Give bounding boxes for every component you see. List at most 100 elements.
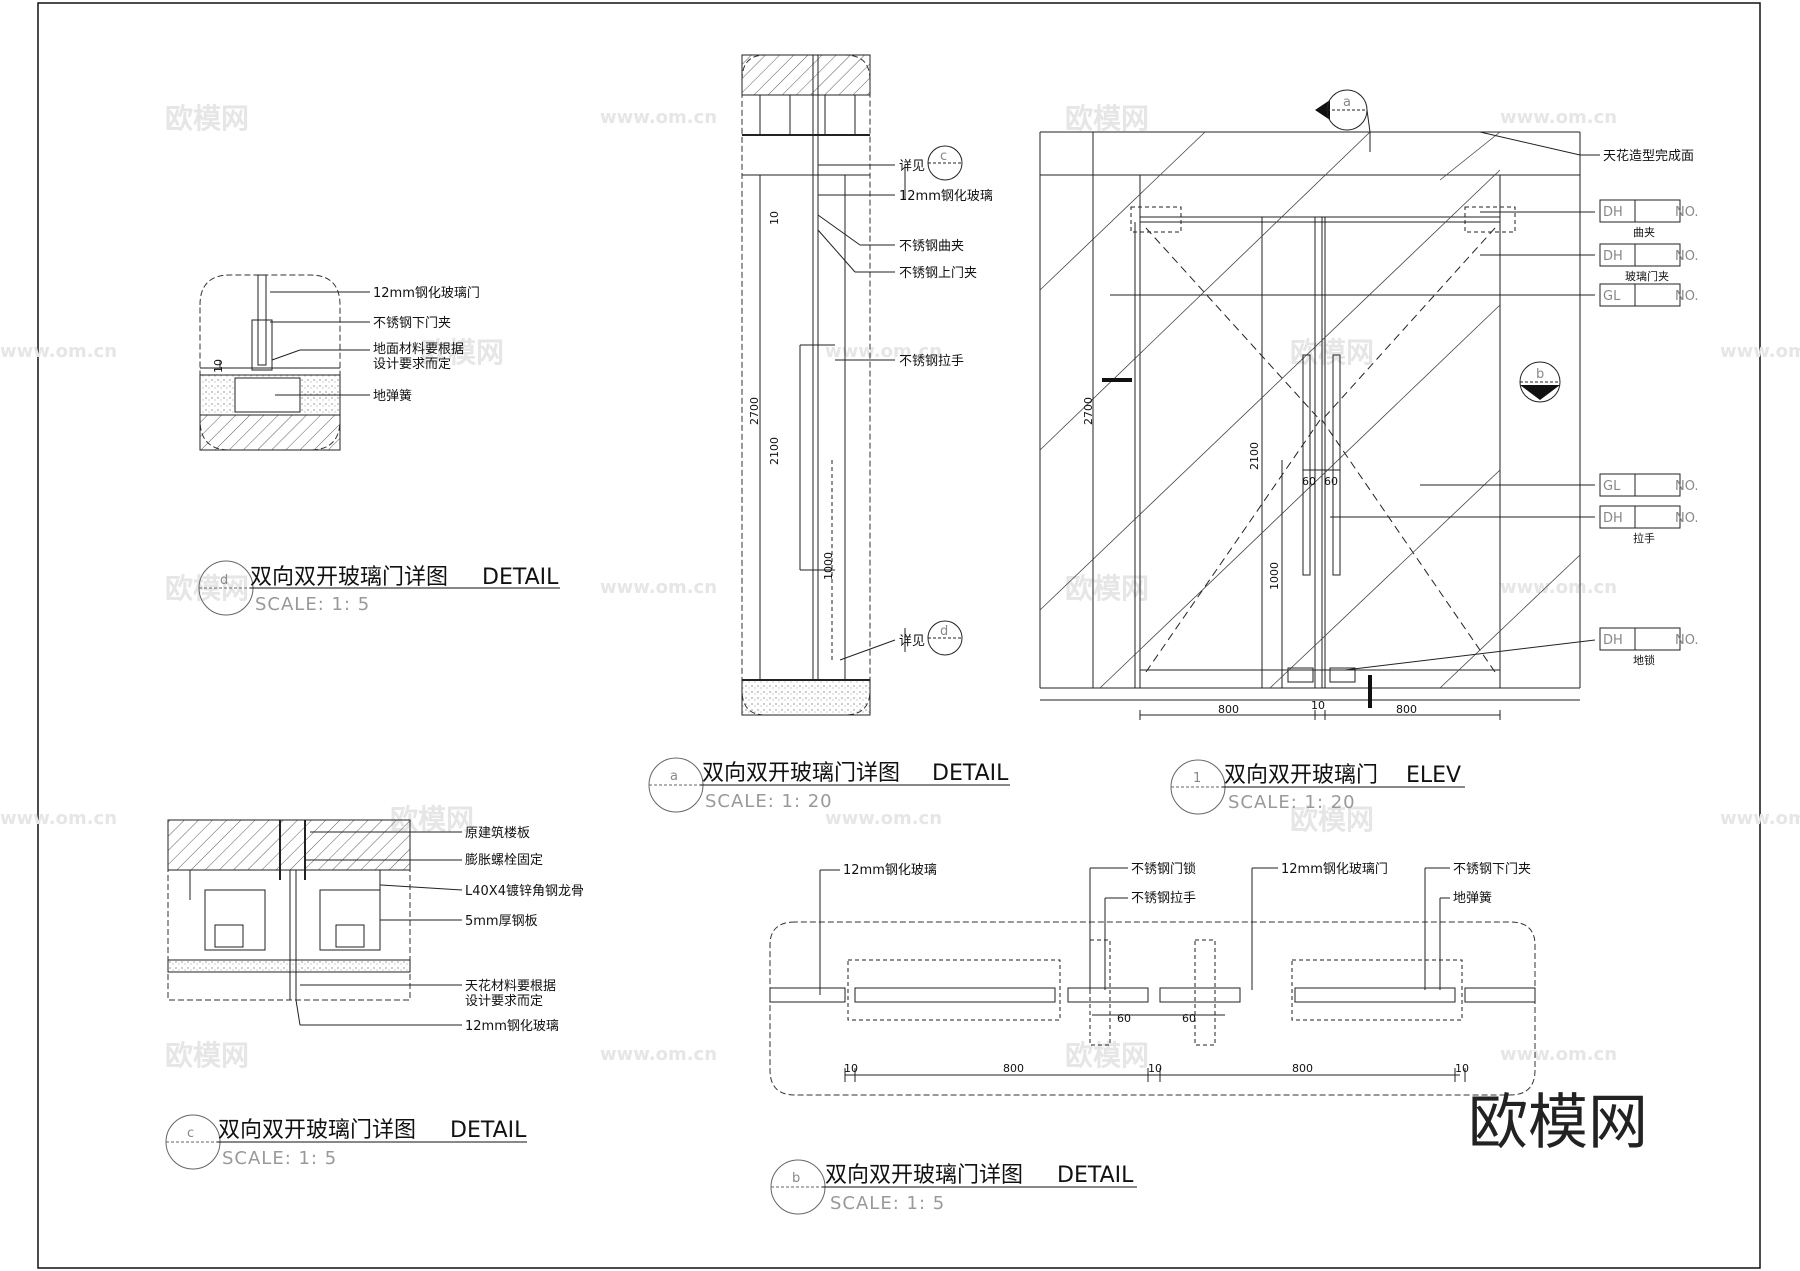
detail-a-title-block: a 双向双开玻璃门详图 DETAIL SCALE: 1: 20 bbox=[648, 757, 1010, 813]
elevation-callout-6: DH NO. 地锁 bbox=[1599, 627, 1699, 667]
elevation-dim-3: 1000 bbox=[1268, 562, 1281, 590]
elevation-callout-1: DH NO. 曲夹 bbox=[1599, 199, 1699, 239]
detail-a-label-6: 详见 bbox=[899, 634, 925, 649]
detail-b-label-5: 不锈钢下门夹 bbox=[1453, 862, 1531, 877]
detail-b-dim-2: 60 bbox=[1182, 1012, 1196, 1025]
callout-6-caption: 地锁 bbox=[1633, 653, 1655, 667]
elevation-dim-7: 10 bbox=[1311, 699, 1325, 712]
detail-b-dim-1: 60 bbox=[1117, 1012, 1131, 1025]
detail-d-title-block: d 双向双开玻璃门详图 DETAIL SCALE: 1: 5 bbox=[198, 560, 560, 616]
detail-d-title-suffix: DETAIL bbox=[482, 565, 559, 590]
detail-c-tag: c bbox=[187, 1126, 194, 1141]
detail-b-title-block: b 双向双开玻璃门详图 DETAIL SCALE: 1: 5 bbox=[770, 1159, 1137, 1215]
detail-d-title: 双向双开玻璃门详图 bbox=[250, 565, 448, 590]
svg-text:www.om.cn: www.om.cn bbox=[0, 341, 117, 362]
detail-d-scale: SCALE: 1: 5 bbox=[255, 594, 370, 615]
elevation-dim-5: 60 bbox=[1324, 475, 1338, 488]
callout-3-no: NO. bbox=[1675, 289, 1699, 304]
callout-2-code: DH bbox=[1603, 249, 1623, 264]
elevation-dim-4: 60 bbox=[1302, 475, 1316, 488]
svg-text:www.om.cn: www.om.cn bbox=[600, 107, 717, 128]
detail-b-label-4: 12mm钢化玻璃门 bbox=[1281, 862, 1388, 877]
callout-2-no: NO. bbox=[1675, 249, 1699, 264]
callout-4-no: NO. bbox=[1675, 479, 1699, 494]
detail-b-scale: SCALE: 1: 5 bbox=[830, 1193, 945, 1214]
detail-b-dim-5: 10 bbox=[1148, 1062, 1162, 1075]
elevation-title: 双向双开玻璃门 bbox=[1224, 763, 1378, 788]
elevation-dim-2: 2100 bbox=[1248, 442, 1261, 470]
detail-d-tag: d bbox=[220, 573, 228, 588]
svg-text:欧模网: 欧模网 bbox=[1065, 102, 1149, 135]
elevation-tag: 1 bbox=[1193, 771, 1201, 786]
callout-5-no: NO. bbox=[1675, 511, 1699, 526]
detail-a-label-5: 不锈钢拉手 bbox=[899, 354, 964, 369]
detail-c-drawing bbox=[167, 819, 463, 1026]
watermarks: 欧模网 www.om.cn 欧模网 www.om.cn www.om.cn 欧模… bbox=[0, 102, 1800, 1072]
detail-c-title: 双向双开玻璃门详图 bbox=[218, 1118, 416, 1143]
elevation-callout-2: DH NO. 玻璃门夹 bbox=[1599, 243, 1699, 283]
detail-b-label-1: 12mm钢化玻璃 bbox=[843, 863, 937, 878]
svg-text:欧模网: 欧模网 bbox=[1065, 572, 1149, 605]
detail-a-label-2: 12mm钢化玻璃 bbox=[899, 189, 993, 204]
detail-d-label-5: 地弹簧 bbox=[373, 388, 412, 404]
detail-d-label-3: 地面材料要根据 bbox=[373, 342, 464, 357]
detail-c-label-6: 设计要求而定 bbox=[465, 994, 543, 1009]
detail-b-dim-4: 800 bbox=[1003, 1062, 1024, 1075]
elevation-section-a-tag: a bbox=[1343, 95, 1351, 110]
callout-5-caption: 拉手 bbox=[1633, 531, 1655, 545]
svg-text:www.om.cn: www.om.cn bbox=[825, 341, 942, 362]
svg-text:www.om.cn: www.om.cn bbox=[1500, 577, 1617, 598]
brand-logo: 欧模网 bbox=[1468, 1088, 1648, 1158]
detail-a-drawing bbox=[741, 54, 963, 716]
svg-text:www.om.cn: www.om.cn bbox=[600, 1044, 717, 1065]
detail-d-label-1: 12mm钢化玻璃门 bbox=[373, 286, 480, 301]
callout-1-code: DH bbox=[1603, 205, 1623, 220]
detail-b-dim-6: 800 bbox=[1292, 1062, 1313, 1075]
svg-text:欧模网: 欧模网 bbox=[420, 336, 504, 369]
detail-a-scale: SCALE: 1: 20 bbox=[705, 791, 833, 812]
svg-text:www.om.cn: www.om.cn bbox=[1500, 107, 1617, 128]
svg-text:欧模网: 欧模网 bbox=[165, 1039, 249, 1072]
detail-a-dim-1: 10 bbox=[768, 211, 781, 225]
svg-text:www.om.cn: www.om.cn bbox=[1500, 1044, 1617, 1065]
detail-d-label-2: 不锈钢下门夹 bbox=[373, 316, 451, 331]
detail-a-title-suffix: DETAIL bbox=[932, 761, 1009, 786]
svg-text:www.om.cn: www.om.cn bbox=[1720, 808, 1800, 829]
detail-b-label-2: 不锈钢门锁 bbox=[1131, 861, 1196, 877]
detail-a-label-4: 不锈钢上门夹 bbox=[899, 266, 977, 281]
elevation-callout-5: DH NO. 拉手 bbox=[1599, 505, 1699, 545]
detail-c-label-5: 天花材料要根据 bbox=[465, 978, 556, 994]
elevation-1-drawing bbox=[1039, 89, 1600, 720]
elevation-title-block: 1 双向双开玻璃门 ELEV SCALE: 1: 20 bbox=[1170, 759, 1465, 815]
detail-a-label-3: 不锈钢曲夹 bbox=[899, 239, 964, 254]
detail-a-dim-4: 1000 bbox=[822, 552, 835, 580]
detail-c-title-block: c 双向双开玻璃门详图 DETAIL SCALE: 1: 5 bbox=[165, 1114, 527, 1170]
detail-a-ref-bottom: d bbox=[940, 624, 948, 639]
callout-1-no: NO. bbox=[1675, 205, 1699, 220]
detail-a-title: 双向双开玻璃门详图 bbox=[702, 761, 900, 786]
detail-d-label-4: 设计要求而定 bbox=[373, 357, 451, 372]
detail-a-tag: a bbox=[670, 769, 678, 784]
elevation-dim-6: 800 bbox=[1218, 703, 1239, 716]
elevation-callout-4: GL NO. bbox=[1599, 473, 1699, 497]
detail-b-dim-7: 10 bbox=[1455, 1062, 1469, 1075]
detail-a-ref-top: c bbox=[940, 149, 947, 164]
callout-1-caption: 曲夹 bbox=[1633, 226, 1655, 239]
callout-2-caption: 玻璃门夹 bbox=[1625, 269, 1669, 283]
detail-c-label-7: 12mm钢化玻璃 bbox=[465, 1019, 559, 1034]
svg-text:欧模网: 欧模网 bbox=[165, 102, 249, 135]
callout-6-code: DH bbox=[1603, 633, 1623, 648]
detail-c-label-4: 5mm厚钢板 bbox=[465, 914, 538, 929]
svg-text:欧模网: 欧模网 bbox=[1065, 1039, 1149, 1072]
svg-text:www.om.cn: www.om.cn bbox=[600, 577, 717, 598]
detail-d-dim: 10 bbox=[212, 359, 225, 373]
elevation-title-suffix: ELEV bbox=[1406, 763, 1461, 788]
svg-text:欧模网: 欧模网 bbox=[1290, 803, 1374, 836]
detail-c-label-2: 膨胀螺栓固定 bbox=[465, 853, 543, 868]
detail-b-drawing bbox=[769, 867, 1536, 1096]
svg-text:欧模网: 欧模网 bbox=[1290, 336, 1374, 369]
detail-d-drawing bbox=[199, 274, 370, 451]
detail-a-label-1: 详见 bbox=[899, 159, 925, 174]
detail-b-tag: b bbox=[792, 1171, 800, 1186]
